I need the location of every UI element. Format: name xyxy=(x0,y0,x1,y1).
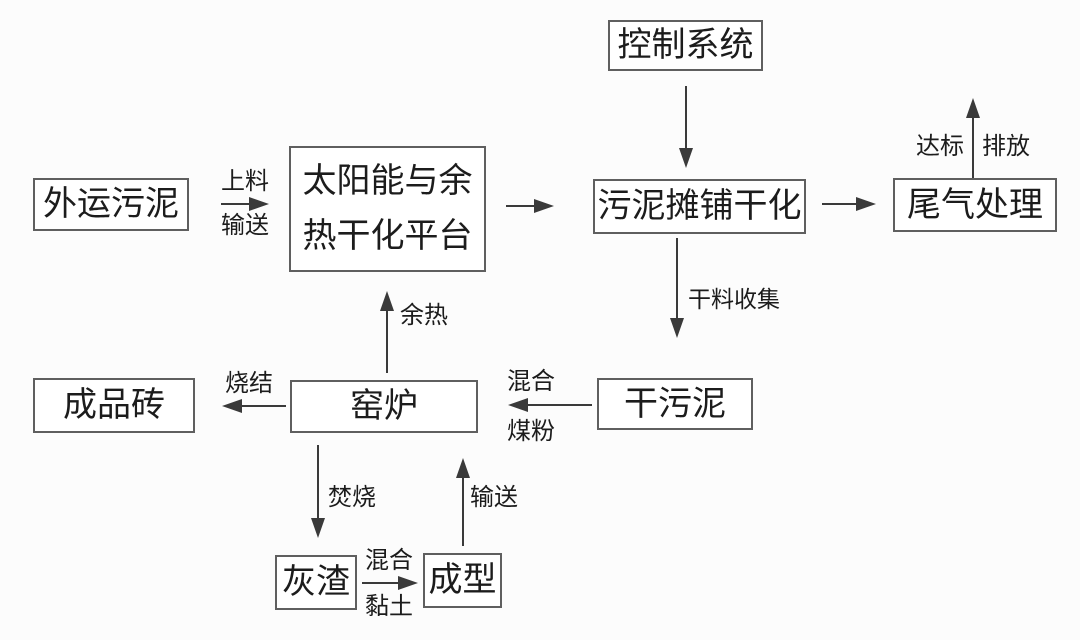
node-outsourced-sludge: 外运污泥 xyxy=(33,178,189,231)
edge-mix-clay-label-top: 混合 xyxy=(365,546,413,574)
edge-control-line xyxy=(685,86,687,148)
edge-platform-to-spreading-arrowhead-icon xyxy=(534,199,554,213)
node-outsourced-sludge-label: 外运污泥 xyxy=(43,184,179,225)
edge-conveying-label: 输送 xyxy=(470,483,518,511)
node-sludge-spreading-drying: 污泥摊铺干化 xyxy=(593,179,806,234)
edge-feeding-arrowhead-icon xyxy=(249,197,269,211)
edge-sintering-line xyxy=(242,405,286,407)
edge-mix-coal-arrowhead-icon xyxy=(508,398,528,412)
edge-dry-collection-label: 干料收集 xyxy=(688,287,780,313)
node-drying-platform-label: 太阳能与余热干化平台 xyxy=(302,160,473,256)
edge-discharge-label-right: 排放 xyxy=(982,132,1030,160)
edge-discharge-line xyxy=(972,118,974,178)
edge-mix-coal-line xyxy=(528,404,592,406)
edge-conveying-line xyxy=(462,478,464,546)
edge-dry-collection-line xyxy=(676,238,678,318)
edge-mix-clay-arrowhead-icon xyxy=(398,576,418,590)
node-control-system: 控制系统 xyxy=(608,20,763,71)
edge-feeding-label-top: 上料 xyxy=(221,167,269,195)
node-kiln: 窑炉 xyxy=(290,380,478,433)
edge-mix-coal-label-top: 混合 xyxy=(507,367,555,395)
node-kiln-label: 窑炉 xyxy=(350,386,418,427)
node-dry-sludge-label: 干污泥 xyxy=(624,383,726,424)
node-control-system-label: 控制系统 xyxy=(617,25,754,66)
edge-incineration-line xyxy=(317,445,319,518)
node-drying-platform: 太阳能与余热干化平台 xyxy=(289,146,486,272)
node-tail-gas-treatment-label: 尾气处理 xyxy=(907,184,1043,225)
edge-control-arrowhead-icon xyxy=(679,148,693,168)
edge-waste-heat-label: 余热 xyxy=(400,301,448,329)
edge-incineration-label: 焚烧 xyxy=(328,483,376,511)
node-finished-brick-label: 成品砖 xyxy=(63,385,165,426)
edge-mix-clay-line xyxy=(362,582,398,584)
edge-incineration-arrowhead-icon xyxy=(311,518,325,538)
edge-dry-collection-arrowhead-icon xyxy=(670,318,684,338)
edge-conveying-arrowhead-icon xyxy=(456,458,470,478)
node-tail-gas-treatment: 尾气处理 xyxy=(893,178,1057,232)
edge-platform-to-spreading-line xyxy=(506,205,534,207)
node-forming: 成型 xyxy=(423,553,502,608)
edge-spreading-to-tailgas-line xyxy=(822,203,856,205)
node-finished-brick: 成品砖 xyxy=(33,378,195,433)
node-ash-residue: 灰渣 xyxy=(275,555,357,610)
node-sludge-spreading-drying-label: 污泥摊铺干化 xyxy=(597,186,802,227)
edge-feeding-line xyxy=(221,203,249,205)
edge-sintering-label: 烧结 xyxy=(225,369,273,397)
edge-waste-heat-line xyxy=(386,311,388,373)
node-dry-sludge: 干污泥 xyxy=(597,378,753,430)
edge-spreading-to-tailgas-arrowhead-icon xyxy=(856,197,876,211)
edge-discharge-arrowhead-icon xyxy=(966,98,980,118)
edge-discharge-label-left: 达标 xyxy=(916,132,964,160)
node-ash-residue-label: 灰渣 xyxy=(282,562,350,603)
edge-sintering-arrowhead-icon xyxy=(222,399,242,413)
edge-feeding-label-bottom: 输送 xyxy=(221,211,269,239)
edge-mix-coal-label-bottom: 煤粉 xyxy=(507,417,555,445)
edge-waste-heat-arrowhead-icon xyxy=(380,291,394,311)
node-forming-label: 成型 xyxy=(428,560,497,601)
edge-mix-clay-label-bottom: 黏土 xyxy=(365,592,413,620)
